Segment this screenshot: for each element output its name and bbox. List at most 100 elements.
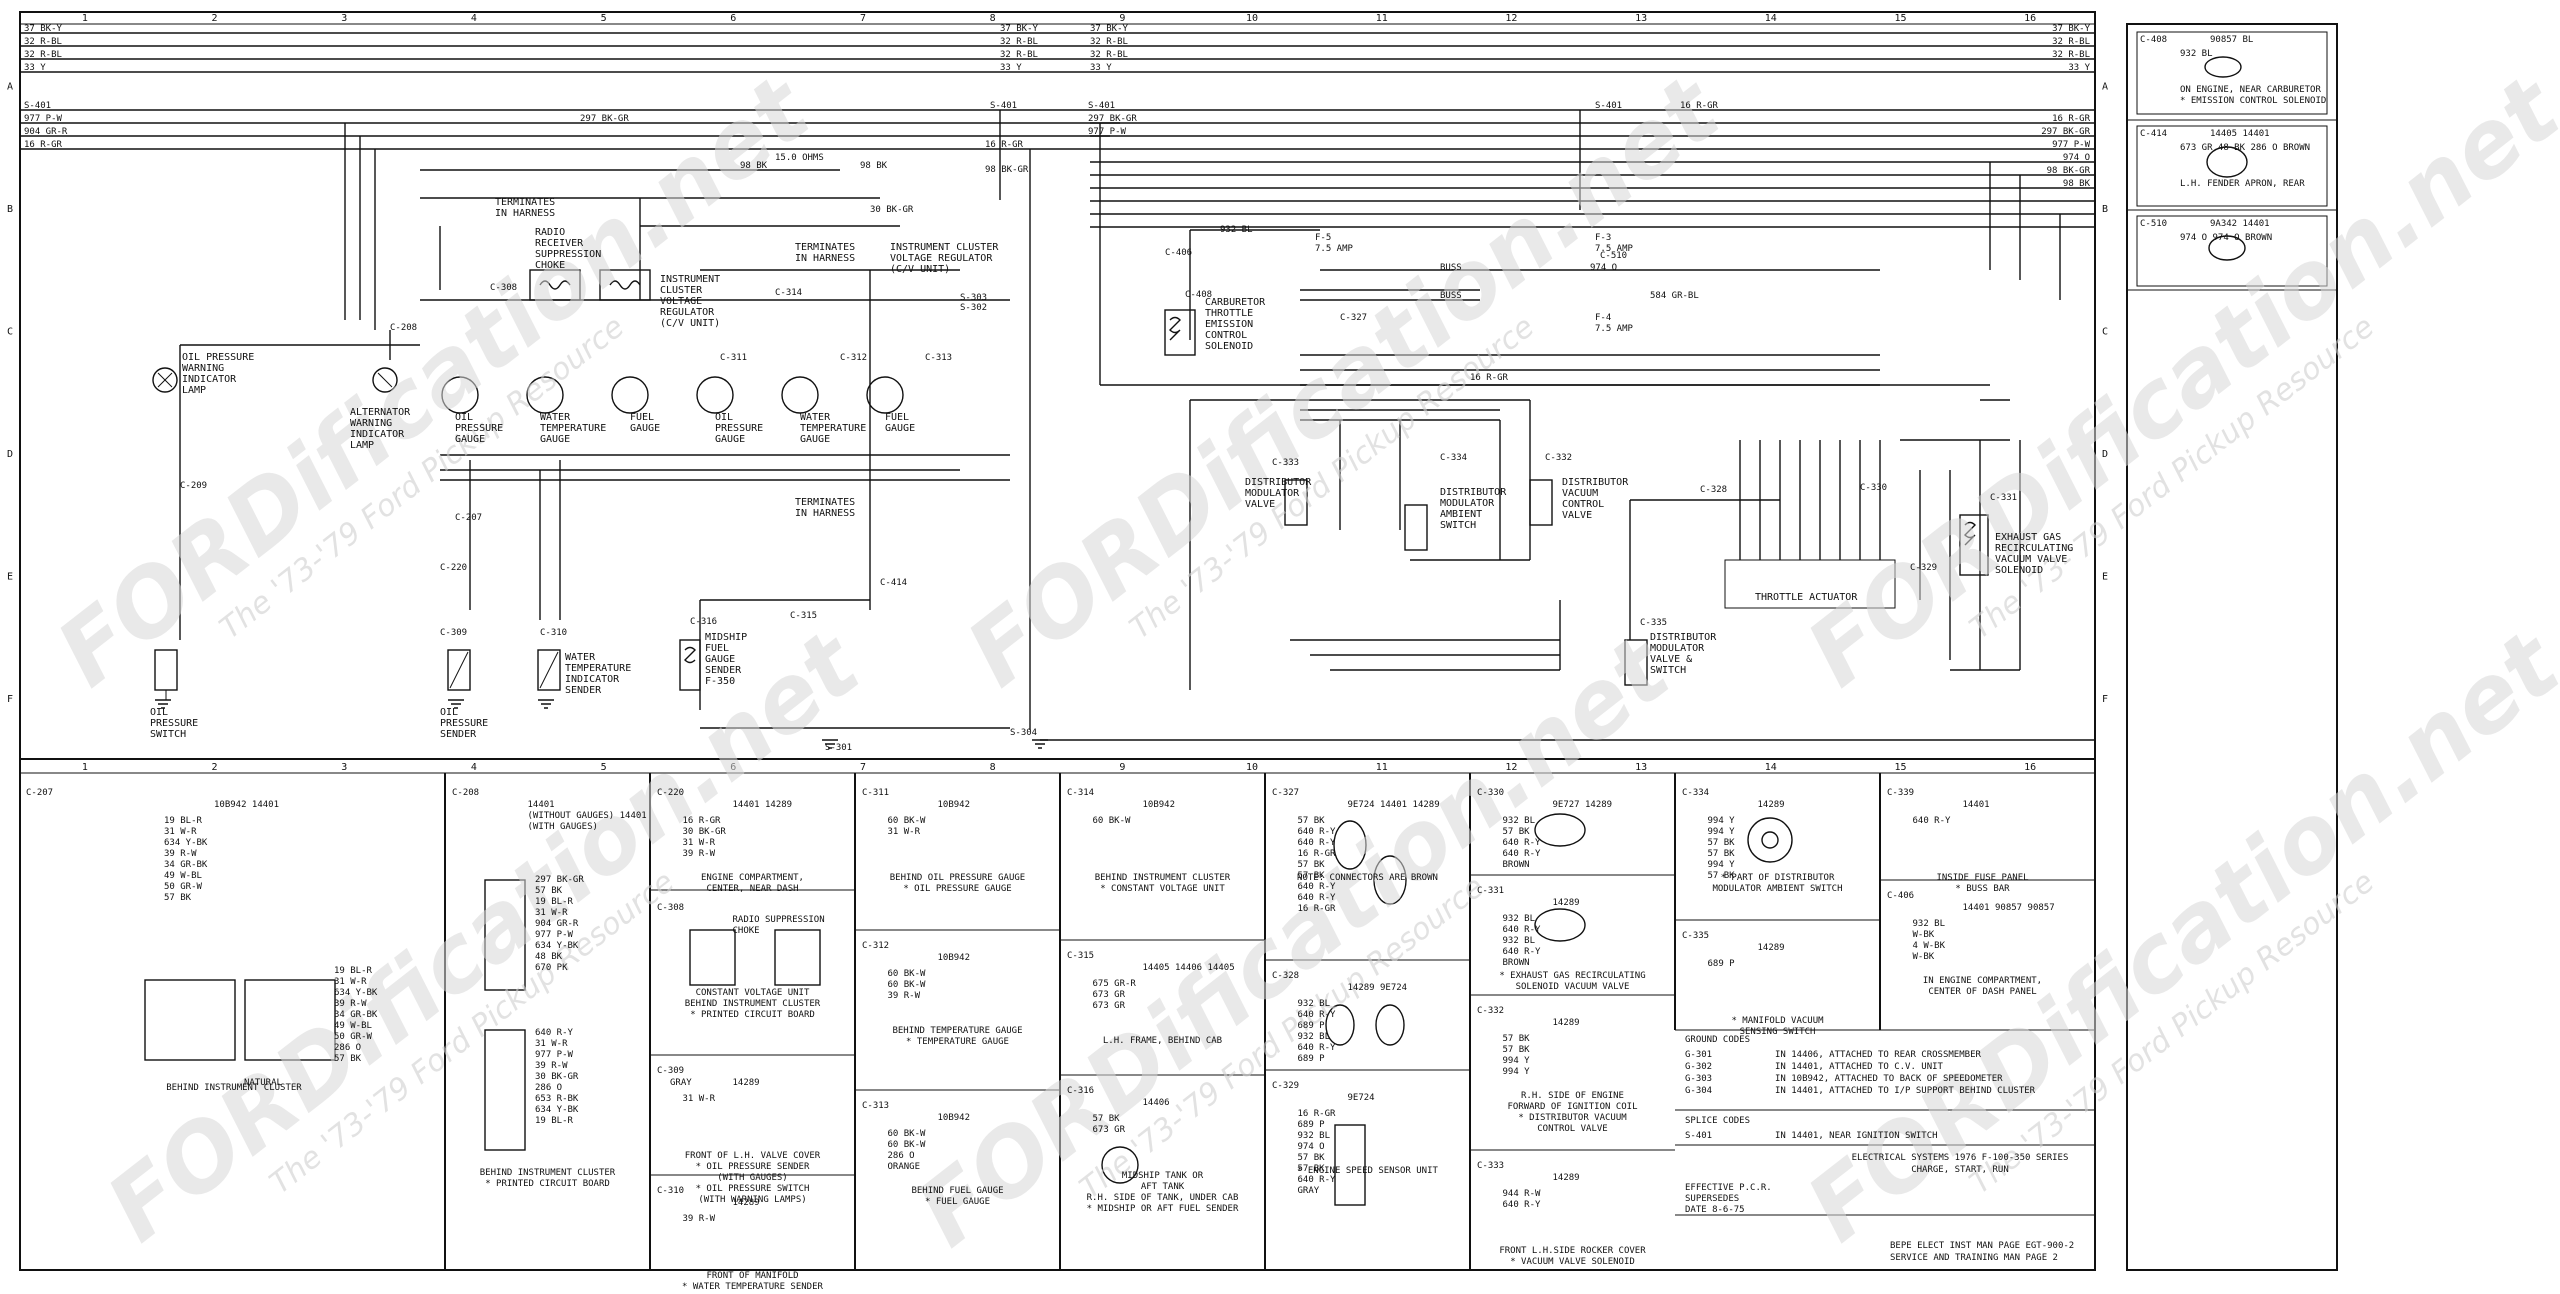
cell-pin: 634 Y-BK	[164, 838, 208, 848]
row-letter-right: D	[2102, 449, 2108, 460]
connector-label: C-308	[490, 283, 517, 293]
connector-label: C-334	[1440, 453, 1467, 463]
connector-label: C-314	[775, 288, 802, 298]
bus-label-right: 32 R-BL	[2052, 37, 2090, 47]
column-number-mid: 14	[1765, 762, 1777, 773]
column-number-mid: 2	[212, 762, 218, 773]
connector-label: C-329	[1910, 563, 1937, 573]
wire-label: 98 BK	[860, 161, 888, 171]
cell-pin: 640 R-Y	[1298, 1010, 1337, 1020]
cell-pin: 49 W-BL	[164, 871, 202, 881]
gauge-set-1	[441, 376, 904, 414]
cell-caption: BEHIND INSTRUMENT CLUSTER	[166, 1083, 302, 1093]
wire-label: 16 R-GR	[985, 140, 1024, 150]
side-connector-drawings	[2204, 56, 2248, 261]
row-letter-right: E	[2102, 571, 2108, 582]
cell-caption: NOTE: CONNECTORS ARE BROWN	[1297, 873, 1438, 883]
cell-title: C-313	[862, 1101, 889, 1111]
row-letter-left: E	[7, 571, 13, 582]
cell-caption: BEHIND INSTRUMENT CLUSTER* PRINTED CIRCU…	[480, 1168, 616, 1189]
cell-pin: 31 W-R	[888, 827, 921, 837]
column-number-top: 5	[601, 13, 607, 24]
cell-title: C-208	[452, 788, 479, 798]
connector-label: C-207	[455, 513, 482, 523]
feed-label-right: 16 R-GR	[2052, 114, 2091, 124]
column-number-mid: 15	[1894, 762, 1906, 773]
side-connector-parts: 9A342 14401	[2210, 219, 2270, 229]
cell-pin: 640 R-Y	[1298, 1043, 1337, 1053]
cell-pin: ORANGE	[888, 1162, 921, 1172]
cell-title: C-339	[1887, 788, 1914, 798]
cell-pin-right: 34 GR-BK	[334, 1010, 378, 1020]
connector-label: C-209	[180, 481, 207, 491]
connector-label: C-414	[880, 578, 907, 588]
cell-pin: 57 BK	[1298, 860, 1326, 870]
title-ref2: SERVICE AND TRAINING MAN PAGE 2	[1890, 1253, 2058, 1263]
bus-label-mid: 33 Y	[1090, 63, 1112, 73]
cell-title: C-308	[657, 903, 684, 913]
throttle-actuator-box	[1724, 559, 1896, 609]
cell-pin: BROWN	[1503, 860, 1530, 870]
column-number-top: 11	[1376, 13, 1388, 24]
title-line1: ELECTRICAL SYSTEMS 1976 F-100-350 SERIES	[1852, 1153, 2069, 1163]
cell-pin-a: 19 BL-R	[535, 897, 574, 907]
cell-pin: 932 BL	[1298, 1032, 1331, 1042]
cell-pin: 640 R-Y	[1298, 882, 1337, 892]
side-connector-parts: 14405 14401	[2210, 129, 2270, 139]
cell-pin: 57 BK	[1298, 1153, 1326, 1163]
feed-label-left: 977 P-W	[24, 114, 63, 124]
side-connector-parts: 90857 BL	[2210, 35, 2253, 45]
connector-label: C-220	[440, 563, 467, 573]
cell-caption: BEHIND TEMPERATURE GAUGE* TEMPERATURE GA…	[892, 1026, 1022, 1047]
cell-title: C-311	[862, 788, 889, 798]
cell-caption: IN ENGINE COMPARTMENT,CENTER OF DASH PAN…	[1923, 976, 2042, 997]
cell-caption: FRONT L.H.SIDE ROCKER COVER* VACUUM VALV…	[1499, 1246, 1646, 1267]
splice-code-text: IN 14401, NEAR IGNITION SWITCH	[1775, 1131, 1938, 1141]
column-number-top: 7	[860, 13, 866, 24]
ground-code: G-301	[1685, 1050, 1712, 1060]
side-connector-wires: 673 GR 48 BK 286 O BROWN	[2180, 143, 2310, 153]
column-number-top: 2	[212, 13, 218, 24]
top-bus-lines	[20, 32, 2095, 228]
cell-pin: 31 W-R	[683, 1094, 716, 1104]
bus-label-left: 37 BK-Y	[24, 24, 63, 34]
side-connector-id: C-510	[2140, 219, 2167, 229]
cell-parts: 14405 14406 14405	[1143, 963, 1235, 973]
cell-pin: 19 BL-R	[164, 816, 203, 826]
side-connector-id: C-414	[2140, 129, 2167, 139]
title-line2: CHARGE, START, RUN	[1911, 1165, 2009, 1175]
cell-pin: 31 W-R	[683, 838, 716, 848]
bus-label-mid: 37 BK-Y	[1000, 24, 1039, 34]
feed-label-left: 16 R-GR	[24, 140, 63, 150]
ground-code-text: IN 10B942, ATTACHED TO BACK OF SPEEDOMET…	[1775, 1074, 2003, 1084]
wire-label: 977 P-W	[1088, 127, 1127, 137]
cell-parts: 10B942	[938, 953, 971, 963]
column-number-mid: 12	[1505, 762, 1517, 773]
cell-pin: 932 BL	[1503, 914, 1536, 924]
bus-label-right: 32 R-BL	[2052, 50, 2090, 60]
cell-caption: ENGINE COMPARTMENT,CENTER, NEAR DASH	[701, 873, 804, 894]
row-letter-right: C	[2102, 326, 2108, 337]
midship-fuel-sender	[679, 639, 701, 691]
cell-pin: W-BK	[1913, 930, 1935, 940]
row-letter-left: D	[7, 449, 13, 460]
cell-pin-a: 904 GR-R	[535, 919, 579, 929]
feed-label-right: 98 BK	[2063, 179, 2091, 189]
cell-parts: 10B942	[938, 1113, 971, 1123]
cell-parts: 14401 90857 90857	[1963, 903, 2055, 913]
cell-parts: 10B942	[1143, 800, 1176, 810]
connector-label: S-304	[1010, 728, 1037, 738]
cell-caption: BEHIND FUEL GAUGE* FUEL GAUGE	[911, 1186, 1003, 1207]
egr-solenoid	[1959, 514, 1989, 576]
connector-label: C-310	[540, 628, 567, 638]
cell-parts: 14401	[1963, 800, 1990, 810]
feed-label-right: 977 P-W	[2052, 140, 2091, 150]
